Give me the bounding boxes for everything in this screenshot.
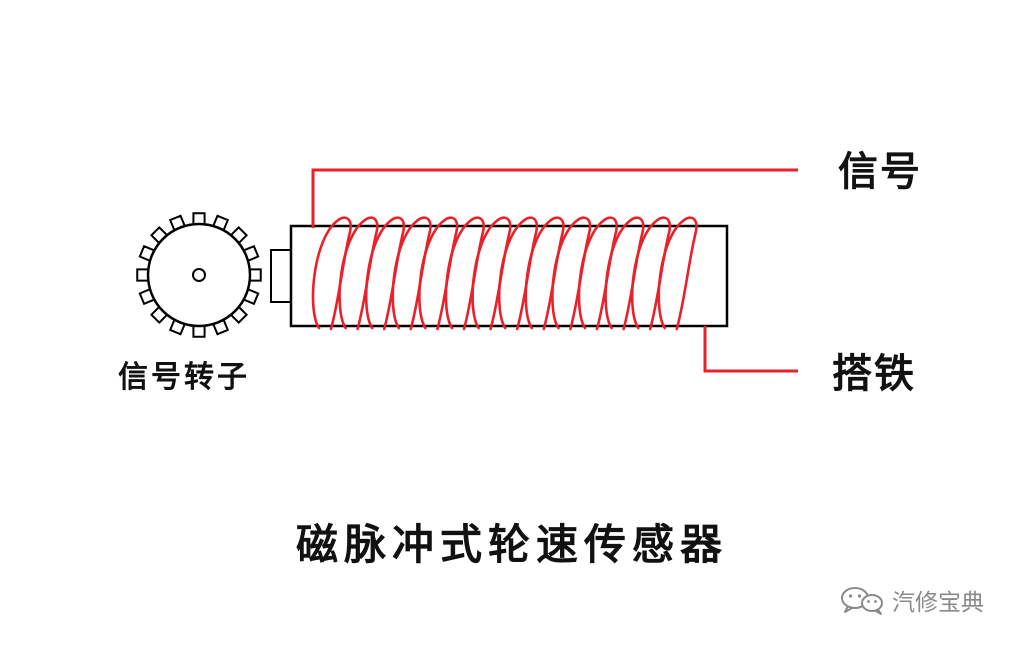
signal-wire <box>311 168 798 228</box>
ground-label: 搭铁 <box>832 350 916 397</box>
coil-loop <box>657 216 698 331</box>
signal-rotor-label: 信号转子 <box>118 360 250 395</box>
watermark-text: 汽修宝典 <box>892 590 984 616</box>
wechat-icon <box>841 587 883 615</box>
watermark: 汽修宝典 <box>838 584 984 616</box>
ground-wire <box>703 326 798 373</box>
rotor-teeth <box>136 212 262 338</box>
signal-rotor <box>136 212 262 338</box>
signal-label: 信号 <box>838 148 922 195</box>
sensor-tip <box>270 249 293 303</box>
rotor-hub <box>192 268 206 282</box>
coil-winding <box>311 216 698 331</box>
diagram-title: 磁脉冲式轮速传感器 <box>295 520 728 569</box>
